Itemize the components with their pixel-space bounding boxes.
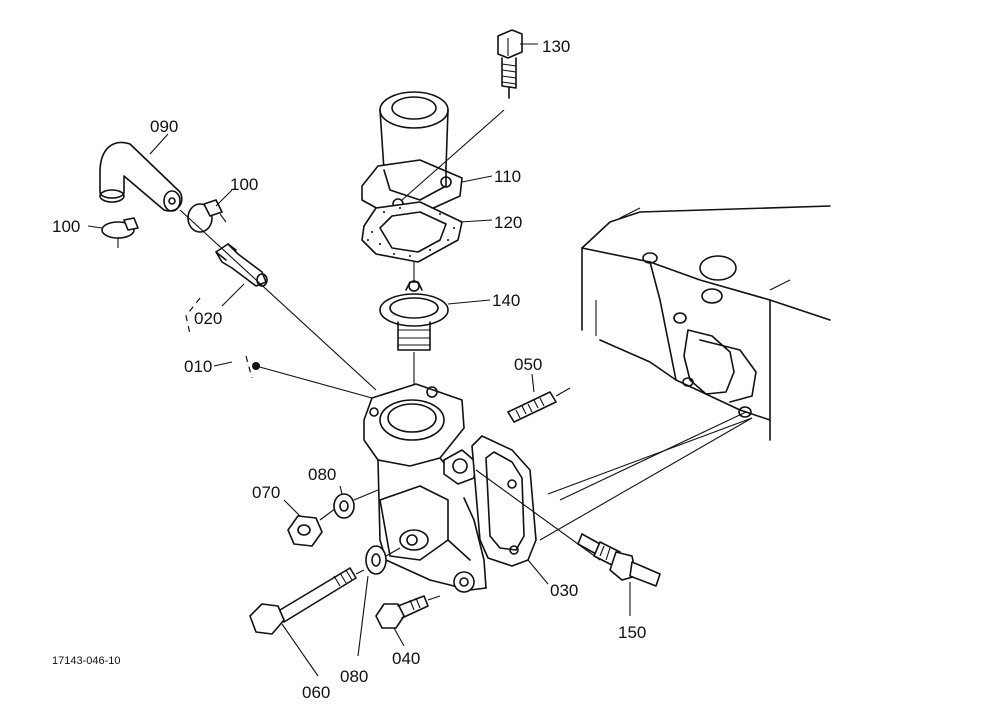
bolt-060 bbox=[249, 567, 365, 635]
part-label-070: 070 bbox=[252, 483, 280, 502]
part-label-050: 050 bbox=[514, 355, 542, 374]
part-label-080-upper: 080 bbox=[308, 465, 336, 484]
assembly-bracket-010 bbox=[185, 297, 373, 399]
drawing-id: 17143-046-10 bbox=[52, 655, 121, 667]
water-flange-110 bbox=[361, 91, 463, 215]
bolt-040 bbox=[375, 595, 441, 629]
part-label-140: 140 bbox=[492, 291, 520, 310]
gasket-030 bbox=[471, 435, 537, 567]
stud-050 bbox=[507, 387, 571, 423]
part-label-080-lower: 080 bbox=[340, 667, 368, 686]
part-label-100-left: 100 bbox=[52, 217, 80, 236]
part-label-030: 030 bbox=[550, 581, 578, 600]
gasket-120 bbox=[361, 201, 463, 263]
part-label-010: 010 bbox=[184, 357, 212, 376]
clamp-100-left bbox=[101, 217, 139, 248]
nut-070 bbox=[287, 515, 323, 547]
hose-090 bbox=[99, 141, 183, 212]
part-label-020: 020 bbox=[194, 309, 222, 328]
part-label-130: 130 bbox=[542, 37, 570, 56]
clamp-100-right bbox=[187, 199, 227, 233]
part-label-110: 110 bbox=[494, 167, 521, 186]
washer-080-upper bbox=[333, 493, 355, 519]
part-label-100-right: 100 bbox=[230, 175, 258, 194]
part-label-120: 120 bbox=[494, 213, 522, 232]
thermostat-140 bbox=[379, 280, 449, 351]
part-label-060: 060 bbox=[302, 683, 330, 702]
part-label-090: 090 bbox=[150, 117, 178, 136]
cylinder-head-block bbox=[581, 205, 831, 441]
sensor-150 bbox=[577, 533, 661, 587]
washer-080-lower bbox=[365, 545, 387, 575]
water-housing-body bbox=[363, 383, 487, 593]
part-label-040: 040 bbox=[392, 649, 420, 668]
bolt-130 bbox=[497, 29, 523, 99]
part-label-150: 150 bbox=[618, 623, 646, 642]
